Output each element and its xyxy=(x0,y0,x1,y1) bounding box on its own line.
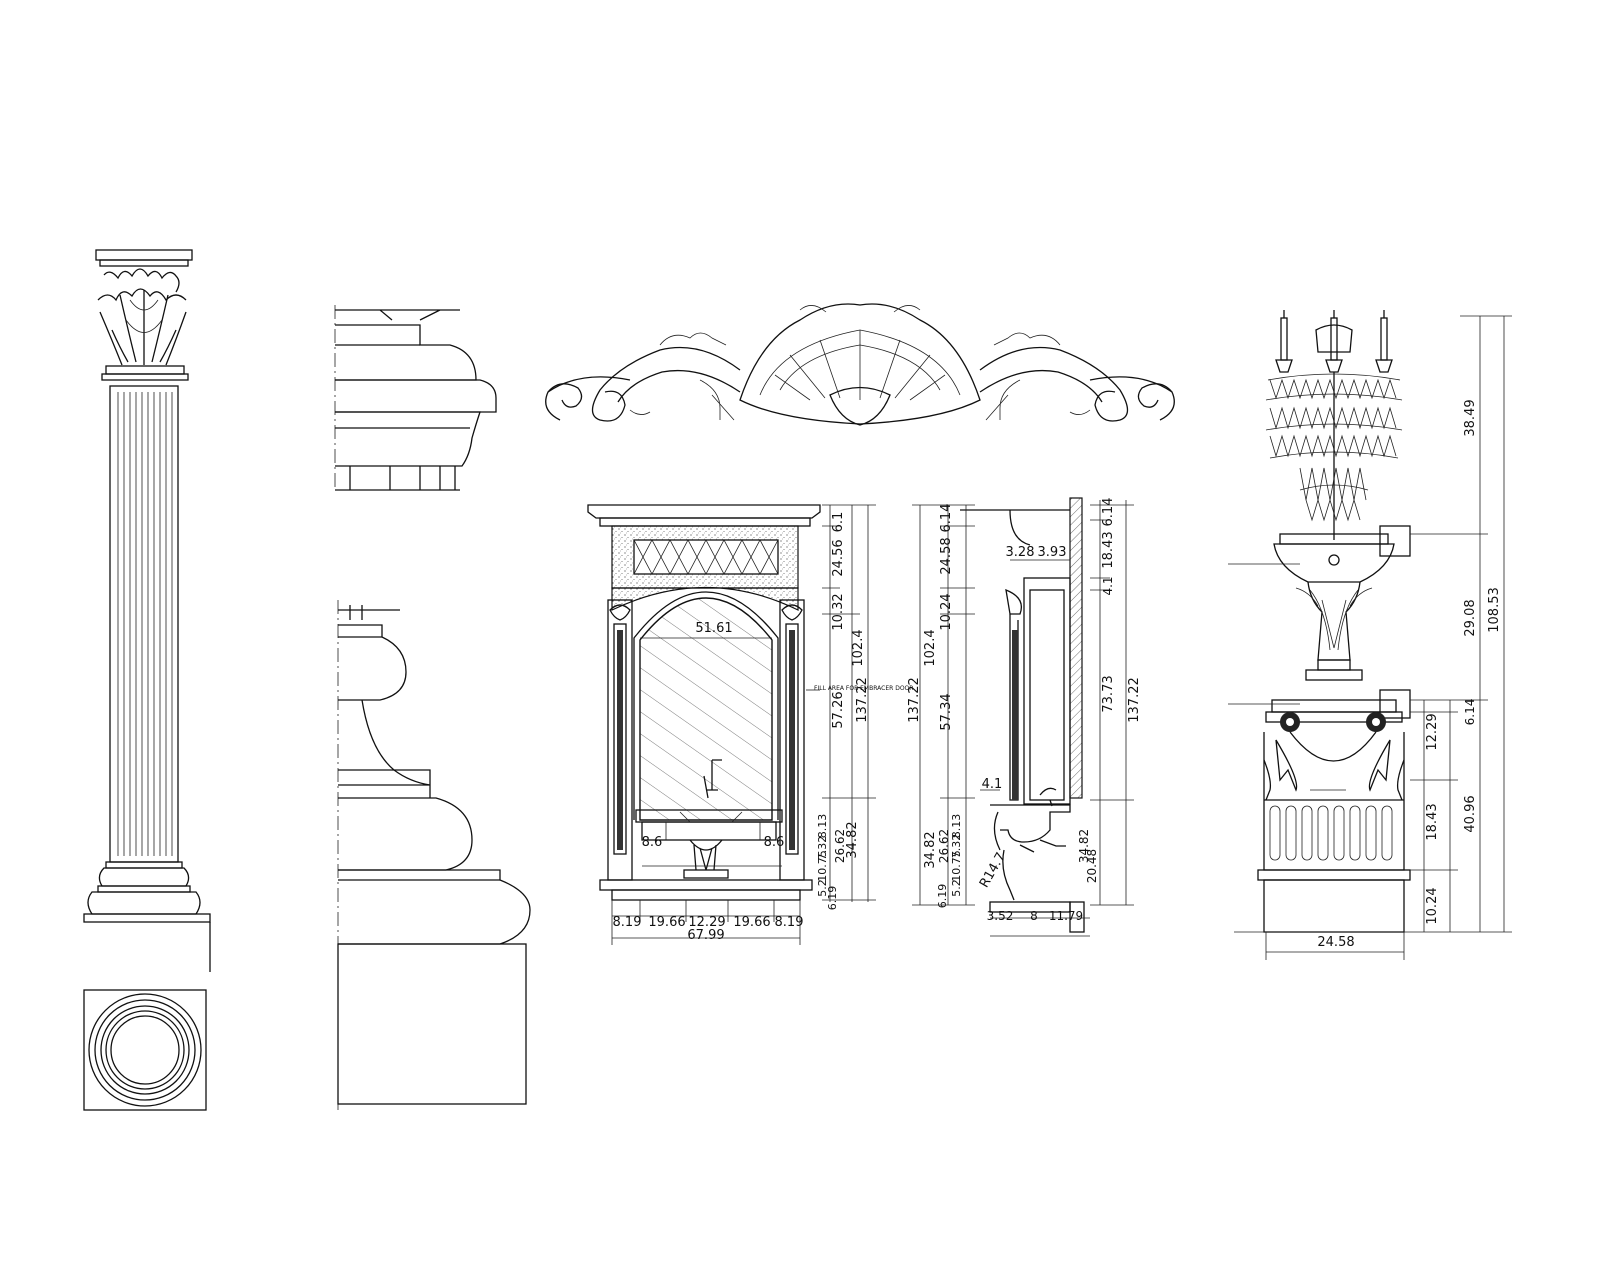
sink-offset-dim: 4.1 xyxy=(982,777,1003,792)
height-dim-5: 34.82 xyxy=(845,821,860,858)
base-profile-detail xyxy=(337,600,531,1110)
arch-width-dim: 51.61 xyxy=(695,621,732,636)
embracer-note: FILL AREA FOR EMBRACER DOOR xyxy=(814,685,913,692)
section-right-dim-3: 4.1 xyxy=(1101,576,1115,595)
mirror-elevation xyxy=(587,504,876,945)
acanthus-capital xyxy=(97,268,187,366)
lower-height-dim-4: 10.24 xyxy=(1425,887,1440,924)
candelabra-pedestal xyxy=(1228,310,1512,960)
upper-height-dim-1: 38.49 xyxy=(1463,399,1478,436)
width-dim-1: 8.19 xyxy=(613,915,642,930)
lower-dim-5: 26.62 xyxy=(833,829,847,863)
base-width-2: 8 xyxy=(1030,909,1038,923)
lower-height-dim-3: 18.43 xyxy=(1425,803,1440,840)
upper-height-dim-2: 29.08 xyxy=(1463,599,1478,636)
section-right-dim-5: 20.48 xyxy=(1085,849,1099,883)
section-lower-dim-3: 10.75 xyxy=(950,850,963,882)
pedestal-flutes xyxy=(1269,805,1393,861)
section-lower-dim-6: 6.19 xyxy=(936,884,949,909)
lower-dim-4: 8.13 xyxy=(816,814,829,839)
section-right-total: 137.22 xyxy=(1127,677,1142,723)
total-height-dim: 137.22 xyxy=(855,677,870,723)
mirror-elevation-labels: 8.19 19.66 12.29 19.66 8.19 67.99 51.61 … xyxy=(613,512,914,943)
lower-dim-6: 6.19 xyxy=(826,886,839,911)
width-dim-3: 12.29 xyxy=(688,915,725,930)
pedestal-total-height: 108.53 xyxy=(1487,587,1502,633)
height-dim-4: 57.26 xyxy=(831,691,846,728)
section-right-dim-1: 6.14 xyxy=(1101,498,1116,527)
section-middle-height: 102.4 xyxy=(923,629,938,666)
lower-dim-2: 10.75 xyxy=(816,850,829,882)
pedestal-labels: 38.49 29.08 108.53 6.14 12.29 18.43 10.2… xyxy=(1317,399,1502,950)
pedestal-base-width: 24.58 xyxy=(1317,935,1354,950)
width-dim-4: 19.66 xyxy=(733,915,770,930)
base-width-3: 11.79 xyxy=(1049,909,1083,923)
capital-profile-detail xyxy=(334,305,497,491)
section-lower-dim-1: 26.62 xyxy=(937,829,951,863)
section-top-dim-5: 34.82 xyxy=(923,831,938,868)
side-inset-left: 8.6 xyxy=(642,835,663,850)
section-total-height: 137.22 xyxy=(907,677,922,723)
column-flutes xyxy=(117,392,173,856)
crystal-drops xyxy=(1265,373,1403,522)
section-right-dim-4: 73.73 xyxy=(1101,675,1116,712)
lower-height-dim-1: 6.14 xyxy=(1463,699,1477,726)
section-lower-dim-5: 8.13 xyxy=(950,814,963,839)
total-width-dim: 67.99 xyxy=(687,928,724,943)
section-top-dim-1: 6.14 xyxy=(939,504,954,533)
section-lower-dim-4: 7.32 xyxy=(950,834,963,859)
lower-height-dim-2: 12.29 xyxy=(1425,713,1440,750)
height-dim-1: 6.1 xyxy=(831,512,846,533)
lower-dim-3: 7.32 xyxy=(816,836,829,861)
column-plan xyxy=(83,989,207,1111)
middle-height-dim: 102.4 xyxy=(851,629,866,666)
lower-dim-1: 5.2 xyxy=(816,879,829,897)
depth-dim-1: 3.28 xyxy=(1006,545,1035,560)
height-dim-2: 24.56 xyxy=(831,539,846,576)
mirror-section xyxy=(912,497,1134,937)
height-dim-3: 10.32 xyxy=(831,593,846,630)
section-right-dim-6: 34.82 xyxy=(1077,829,1091,863)
width-dim-2: 19.66 xyxy=(648,915,685,930)
section-lower-dim-2: 5.2 xyxy=(950,879,963,897)
section-right-dim-2: 18.43 xyxy=(1101,531,1116,568)
lower-total-height: 40.96 xyxy=(1463,795,1478,832)
side-inset-right: 8.6 xyxy=(764,835,785,850)
section-top-dim-3: 10.24 xyxy=(939,593,954,630)
shell-scroll-ornament xyxy=(545,303,1175,426)
depth-dim-2: 3.93 xyxy=(1038,545,1067,560)
section-top-dim-4: 57.34 xyxy=(939,693,954,730)
width-dim-5: 8.19 xyxy=(775,915,804,930)
column-elevation xyxy=(83,249,211,1111)
base-width-1: 3.52 xyxy=(987,909,1014,923)
section-top-dim-2: 24.58 xyxy=(939,537,954,574)
